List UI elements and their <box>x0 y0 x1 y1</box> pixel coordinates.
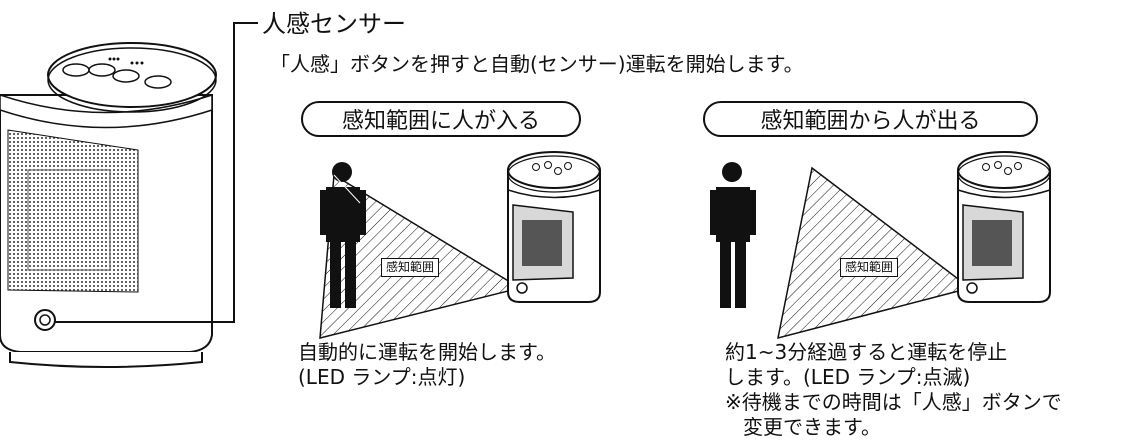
zone-label-exit: 感知範囲 <box>840 258 899 277</box>
caption-line: ※待機までの時間は「人感」ボタンで <box>725 390 1062 414</box>
heater-small <box>957 151 1051 303</box>
panel-exit-caption: 約1~3分経過すると運転を停止 します。(LED ランプ:点滅) ※待機までの時… <box>725 340 1062 440</box>
panel-exit-graphics <box>710 151 1051 340</box>
caption-line: 自動的に運転を開始します。 <box>298 340 556 364</box>
caption-line: 約1~3分経過すると運転を停止 <box>725 340 1008 364</box>
detection-zone <box>777 166 972 340</box>
person-icon <box>710 162 756 308</box>
panel-exit-title: 感知範囲から人が出る <box>703 101 1038 137</box>
control-button <box>88 63 116 77</box>
panel-enter-title: 感知範囲に人が入る <box>301 101 581 137</box>
panel-enter-caption: 自動的に運転を開始します。 (LED ランプ:点灯) <box>298 340 556 390</box>
heater-small <box>507 151 601 303</box>
control-button <box>112 69 140 83</box>
panel-enter-graphics <box>319 151 601 339</box>
caption-line: 変更できます。 <box>743 415 881 439</box>
control-button <box>144 75 172 89</box>
detection-zone <box>319 173 522 339</box>
intro-text: 「人感」ボタンを押すと自動(センサー)運転を開始します。 <box>270 52 804 76</box>
sensor-label: 人感センサー <box>262 10 406 38</box>
caption-line: (LED ランプ:点灯) <box>298 365 466 389</box>
zone-label-enter: 感知範囲 <box>381 258 440 277</box>
person-icon <box>320 162 366 308</box>
heater-large <box>0 42 217 368</box>
control-button <box>62 63 90 77</box>
sensor-leader-line <box>55 22 258 323</box>
caption-line: します。(LED ランプ:点滅) <box>725 365 971 389</box>
